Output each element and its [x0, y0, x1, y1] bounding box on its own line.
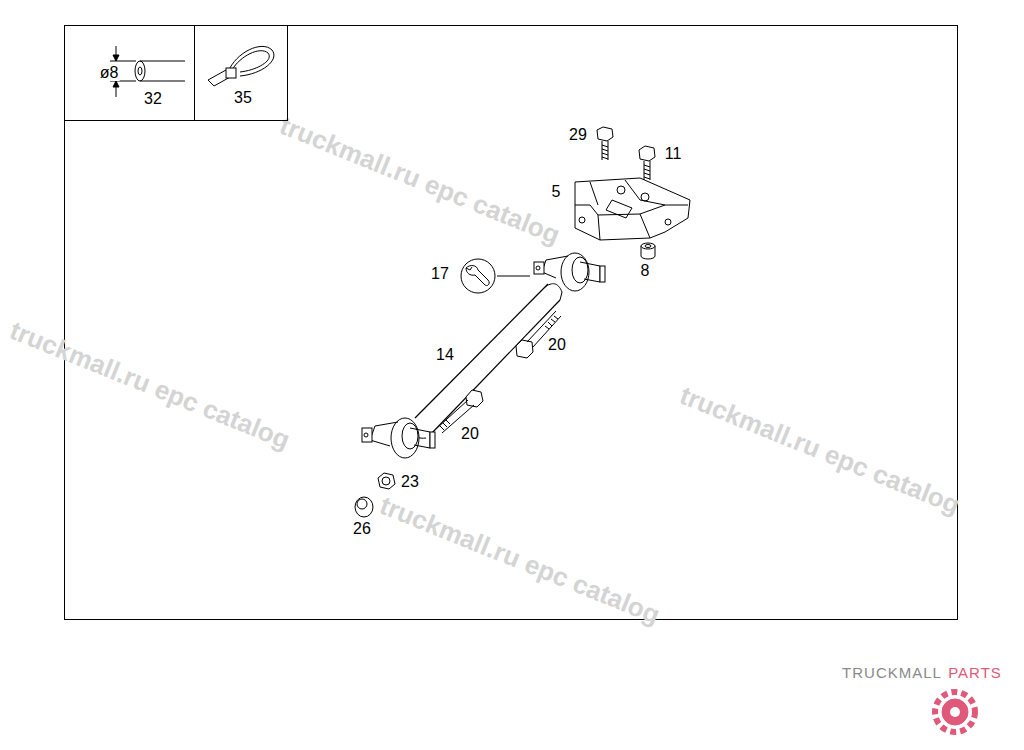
watermark: truckmall.ru epc catalog: [676, 382, 963, 518]
sleeve-icon: [110, 46, 185, 97]
bracket: [575, 178, 690, 240]
torque-symbol: [461, 259, 530, 293]
watermark: truckmall.ru epc catalog: [6, 317, 293, 453]
callout-number: 17: [430, 266, 450, 282]
callout-number: 14: [435, 347, 455, 363]
callout-number: 29: [568, 127, 588, 143]
dimension-label: ø8: [99, 65, 120, 81]
callout-number: 35: [233, 90, 253, 106]
callout-number: 5: [551, 184, 562, 200]
torque-rod: [362, 253, 605, 458]
callout-number: 23: [400, 474, 420, 490]
callout-number: 11: [664, 146, 683, 162]
sleeve: [641, 243, 655, 259]
logo-text: PARTS: [948, 665, 1002, 680]
inset-cell: 35: [194, 25, 288, 121]
bolt: [597, 127, 613, 160]
callout-number: 26: [352, 521, 372, 537]
inset-cell: ø8 32: [64, 25, 195, 121]
cap-nut: [355, 497, 373, 517]
callout-number: 8: [640, 263, 651, 279]
cable-tie-icon: [208, 46, 274, 86]
callout-number: 20: [547, 337, 567, 353]
logo-text: TRUCKMALL: [842, 665, 942, 680]
watermark: truckmall.ru epc catalog: [276, 112, 563, 248]
watermark: truckmall.ru epc catalog: [376, 492, 663, 628]
nut: [378, 473, 395, 489]
diagram-frame: [65, 26, 958, 620]
logo-gear: [935, 692, 975, 732]
callout-number: 20: [460, 426, 480, 442]
bolt: [639, 146, 655, 180]
callout-number: 32: [143, 91, 163, 107]
